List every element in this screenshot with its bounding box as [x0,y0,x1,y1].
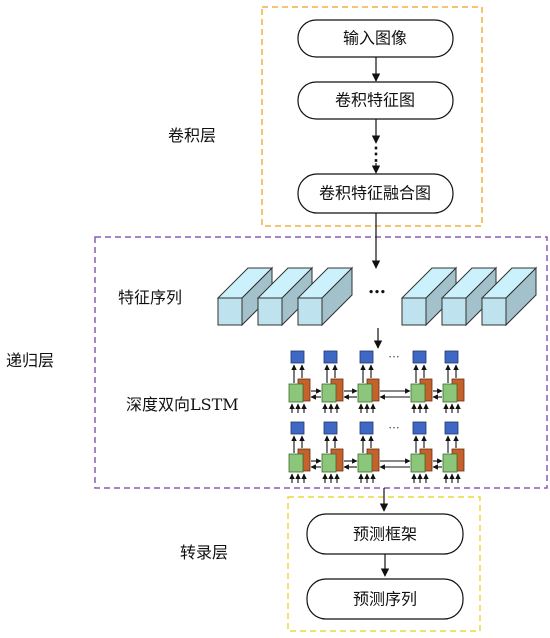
recurrent-layer-label: 递归层 [6,351,54,370]
lstm-forward-cell [410,453,426,473]
predict-frame-text: 预测框架 [353,525,417,544]
lstm-forward-cell [357,383,373,403]
feature-prism [440,266,498,327]
predict-seq-text: 预测序列 [353,590,417,609]
feature-prism [480,266,538,327]
feature-sequence-prisms [216,266,538,327]
lstm-forward-cell [288,453,304,473]
conv-fusion-map-text: 卷积特征融合图 [319,184,431,203]
lstm-forward-cell [321,383,337,403]
recurrent-layer-border [94,236,548,489]
lstm-output-node [444,350,459,364]
bilstm-label: 深度双向LSTM [126,395,239,414]
bilstm-grid: ··· ··· [288,350,465,483]
lstm-output-node [359,350,374,364]
lstm-output-node [412,350,427,364]
lstm-output-node [290,350,305,364]
sequence-ellipsis: … [368,277,386,298]
feature-sequence-label: 特征序列 [118,288,182,307]
lstm-output-node [323,350,338,364]
lstm-output-node [412,421,427,435]
lstm-forward-cell [442,453,458,473]
lstm-output-node [323,421,338,435]
conv-layer-border [261,6,483,227]
lstm-forward-cell [410,383,426,403]
lstm-output-node [359,421,374,435]
conv-layer-label: 卷积层 [168,126,216,145]
feature-prism [296,266,354,327]
lstm-gap-ellipsis: ··· [388,421,399,435]
predict-seq-box [306,578,464,620]
lstm-gap-ellipsis: ··· [388,350,399,364]
feature-prism [400,266,458,327]
lstm-output-node [290,421,305,435]
lstm-forward-cell [288,383,304,403]
lstm-forward-cell [321,453,337,473]
input-image-text: 输入图像 [343,29,407,48]
transcription-layer-label: 转录层 [180,543,228,562]
conv-feature-map-text: 卷积特征图 [335,91,415,110]
vertical-ellipsis: ⋮ [367,144,385,165]
lstm-output-node [444,421,459,435]
feature-prism [256,266,314,327]
lstm-forward-cell [357,453,373,473]
lstm-forward-cell [442,383,458,403]
